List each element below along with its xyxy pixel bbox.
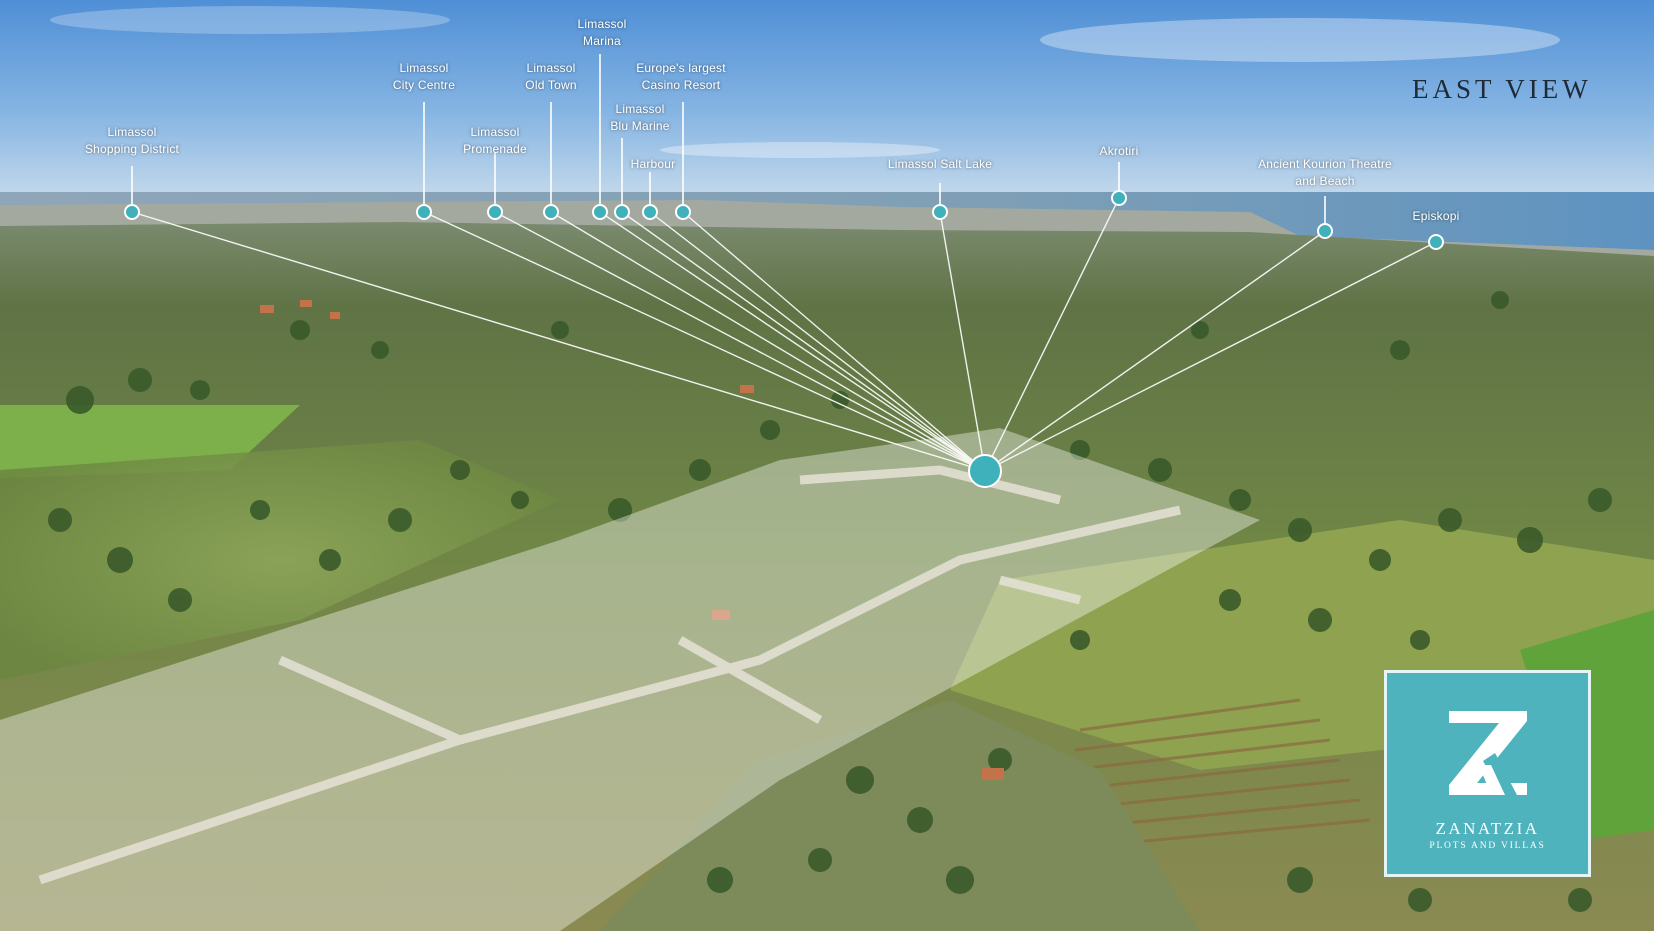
marker-episkopi [1428, 234, 1444, 250]
plot-roads [38, 465, 1181, 885]
label-salt-lake: Limassol Salt Lake [887, 157, 993, 171]
label-old-town: Limassol Old Town [525, 61, 577, 92]
brand-name: ZANATZIA [1435, 819, 1540, 838]
marker-promenade [487, 204, 503, 220]
marker-marina [592, 204, 608, 220]
cloud [50, 6, 450, 34]
cloud [1040, 18, 1560, 62]
label-stems [131, 54, 1326, 231]
marker-salt-lake [932, 204, 948, 220]
brand-badge: ZANATZIA PLOTS AND VILLAS [1384, 670, 1591, 877]
label-city-centre: Limassol City Centre [392, 61, 456, 92]
marker-shopping-district [124, 204, 140, 220]
marker-kourion [1317, 223, 1333, 239]
sky [0, 0, 1654, 205]
view-title: EAST VIEW [1412, 74, 1592, 104]
trees [48, 291, 1612, 912]
field [0, 440, 560, 680]
label-casino-resort: Europe's largest Casino Resort [636, 61, 726, 92]
landmark-markers [124, 190, 1444, 250]
marker-akrotiri [1111, 190, 1127, 206]
cloud [660, 142, 940, 158]
marker-old-town [543, 204, 559, 220]
label-promenade: Limassol Promenade [463, 125, 527, 156]
label-kourion: Ancient Kourion Theatre and Beach [1258, 157, 1392, 188]
leader-lines [131, 197, 1437, 472]
marker-city-centre [416, 204, 432, 220]
label-marina: Limassol Marina [577, 17, 627, 48]
label-shopping-district: Limassol Shopping District [84, 125, 180, 156]
houses [260, 300, 1004, 780]
label-episkopi: Episkopi [1412, 209, 1460, 223]
plot-overlay [0, 428, 1260, 931]
brand-tagline: PLOTS AND VILLAS [1429, 841, 1546, 851]
hillside [600, 700, 1200, 931]
zanatzia-logo-icon [1449, 711, 1527, 795]
marker-casino-resort [675, 204, 691, 220]
marker-harbour [642, 204, 658, 220]
label-harbour: Harbour [630, 157, 676, 171]
site-marker [968, 454, 1002, 488]
label-blu-marine: Limassol Blu Marine [610, 102, 670, 133]
marker-blu-marine [614, 204, 630, 220]
label-akrotiri: Akrotiri [1099, 144, 1139, 158]
